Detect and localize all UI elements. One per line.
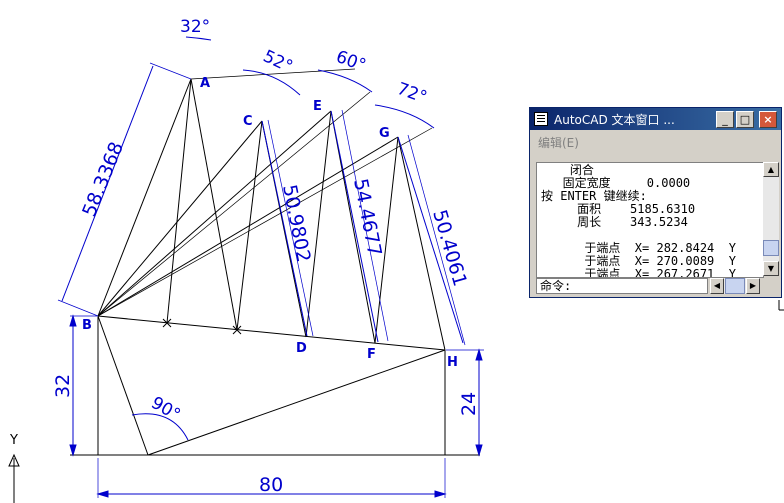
history-line: 于端点 X= 267.2671 Y	[541, 267, 736, 278]
dim-text-base: 80	[259, 474, 283, 496]
text-window-app-icon[interactable]	[534, 112, 548, 126]
close-button[interactable]: ×	[759, 111, 777, 128]
text-window-history[interactable]: 闭合 固定宽度 0.0000 按 ENTER 键继续: 面积 5185.6310…	[536, 162, 764, 278]
scroll-thumb[interactable]	[763, 240, 779, 256]
point-label-a: A	[200, 76, 210, 91]
point-label-c: C	[243, 114, 253, 129]
autocad-text-window[interactable]: AutoCAD 文本窗口 ... _ □ × 编辑(E) 闭合 固定宽度 0.0…	[529, 107, 782, 298]
text-window-menubar: 编辑(E)	[530, 131, 781, 151]
angle-arcs	[131, 36, 435, 441]
scroll-left-button[interactable]: ◀	[710, 278, 724, 294]
ucs-y-label: Y	[9, 433, 18, 448]
vertical-scrollbar[interactable]: ▲ ▼	[763, 162, 779, 276]
point-label-e: E	[313, 99, 322, 114]
point-label-h: H	[447, 355, 458, 370]
history-line: 闭合	[541, 163, 594, 177]
point-label-b: B	[82, 318, 92, 333]
angle-text-e: 60°	[333, 47, 368, 76]
text-window-title: AutoCAD 文本窗口 ...	[554, 113, 675, 127]
history-line: 于端点 X= 270.0089 Y	[541, 254, 736, 268]
text-window-titlebar[interactable]: AutoCAD 文本窗口 ... _ □ ×	[530, 108, 781, 130]
angle-text-g: 72°	[394, 79, 429, 108]
angle-text-right: 90°	[148, 393, 184, 425]
ucs-icon	[8, 453, 20, 503]
minimize-button[interactable]: _	[716, 111, 734, 128]
dim-text-right-height: 24	[458, 392, 480, 416]
point-label-f: F	[367, 347, 376, 362]
scroll-right-button[interactable]: ▶	[746, 278, 760, 294]
history-line: 于端点 X= 282.8424 Y	[541, 241, 736, 255]
dimension-lines	[57, 62, 484, 498]
angle-text-a: 32°	[180, 17, 210, 37]
hscroll-thumb[interactable]	[725, 278, 745, 294]
dim-text-ab: 58.3368	[78, 139, 128, 220]
menu-edit[interactable]: 编辑(E)	[538, 136, 579, 150]
history-line: 按 ENTER 键继续:	[541, 189, 647, 203]
command-line-input[interactable]: 命令:	[536, 278, 708, 294]
point-label-d: D	[296, 341, 307, 356]
dim-text-gh: 50.4061	[428, 207, 471, 289]
history-line: 固定宽度 0.0000	[541, 176, 691, 190]
scroll-up-button[interactable]: ▲	[763, 162, 779, 177]
horizontal-scrollbar[interactable]: ◀ ▶	[710, 278, 760, 294]
dim-text-ef: 54.4677	[349, 177, 386, 258]
construction-lines	[70, 68, 480, 456]
point-label-g: G	[379, 126, 390, 141]
history-line: 面积 5185.6310	[541, 202, 696, 216]
maximize-button[interactable]: □	[736, 111, 754, 128]
scroll-down-button[interactable]: ▼	[763, 261, 779, 276]
dim-text-left-height: 32	[52, 374, 74, 398]
history-line: 周长 343.5234	[541, 215, 688, 229]
